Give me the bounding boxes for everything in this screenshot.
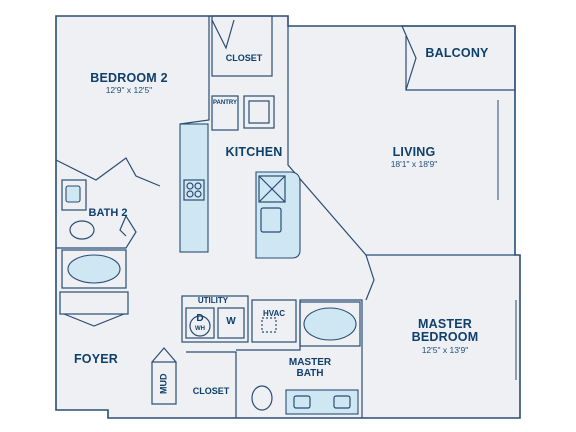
living-partition <box>287 26 515 256</box>
master-vanity <box>285 389 359 415</box>
hvac-unit <box>261 317 277 333</box>
balcony-label: BALCONY <box>425 46 489 60</box>
hvac-walls <box>251 299 297 343</box>
master-tub-frame <box>299 301 361 347</box>
foyer-label: FOYER <box>73 352 119 366</box>
closet-bottom-label: CLOSET <box>192 386 230 396</box>
master-bedroom-size: 12'5" x 13'9" <box>421 345 469 355</box>
linen-doors <box>63 313 125 327</box>
bath2-vanity <box>61 179 87 211</box>
linen-closet <box>59 291 129 315</box>
cooktop <box>183 179 205 201</box>
water-heater <box>189 315 211 337</box>
bath2-tub <box>67 254 121 284</box>
living-label: LIVING <box>392 145 436 159</box>
master-sink-2 <box>333 395 351 409</box>
burner-2 <box>194 182 202 190</box>
bath2-sink <box>65 185 81 203</box>
bath2-toilet <box>69 220 95 240</box>
dryer-box <box>185 307 215 339</box>
master-bedroom-label: MASTER BEDROOM <box>411 317 479 345</box>
master-bath-label: MASTER BATH <box>288 357 332 379</box>
pantry-cabinet-inner <box>248 100 270 124</box>
burner-4 <box>194 190 202 198</box>
closet-top-door <box>211 19 235 50</box>
master-bedroom-door <box>365 254 375 301</box>
living-size: 18'1" x 18'9" <box>390 159 438 169</box>
utility-walls <box>181 295 249 343</box>
master-toilet <box>251 385 273 411</box>
kitchen-island <box>255 171 301 259</box>
dryer-label: D <box>196 313 204 324</box>
burner-3 <box>186 190 194 198</box>
bath2-walls <box>56 214 137 249</box>
mud-door <box>151 347 177 363</box>
utility-label: UTILITY <box>197 296 229 305</box>
dishwasher-diagonal-2 <box>258 175 286 203</box>
bedroom2-label: BEDROOM 2 <box>90 71 168 85</box>
master-tub <box>303 307 357 341</box>
pantry-label: PANTRY <box>213 100 237 106</box>
mud-label: MUD <box>158 373 169 395</box>
closet-bottom-walls <box>186 351 237 418</box>
pantry-cabinet <box>243 95 275 129</box>
balcony-walls <box>401 25 516 91</box>
washer-label: W <box>226 316 236 327</box>
master-sink-1 <box>293 395 311 409</box>
burner-1 <box>186 182 194 190</box>
bath2-label: BATH 2 <box>88 207 128 219</box>
hvac-label: HVAC <box>262 309 286 318</box>
island-dishwasher <box>258 175 286 203</box>
closet-top-walls <box>211 15 273 77</box>
bedroom2-walls <box>179 16 210 125</box>
closet-top-label: CLOSET <box>225 53 263 63</box>
water-heater-label: WH <box>195 326 205 332</box>
washer-box <box>217 307 245 339</box>
island-sink <box>260 207 282 233</box>
mud-closet <box>151 361 177 405</box>
bedroom2-bottom-wall <box>55 157 161 187</box>
kitchen-counter <box>179 123 209 253</box>
bedroom2-size: 12'9" x 12'5" <box>105 85 153 95</box>
bath2-tub-frame <box>61 249 127 289</box>
kitchen-label: KITCHEN <box>225 145 283 159</box>
pantry-walls <box>211 95 239 131</box>
master-bath-walls <box>236 299 363 418</box>
